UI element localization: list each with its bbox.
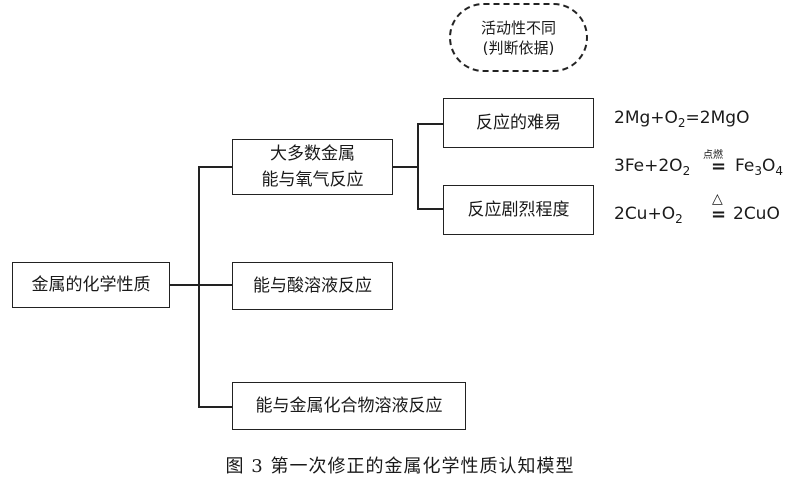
connector-sub-1 xyxy=(417,123,443,125)
eq-fe-right-sub2: 4 xyxy=(775,164,783,178)
eq-mg-right: =2MgO xyxy=(685,108,750,128)
sub-branch-intensity: 反应剧烈程度 xyxy=(443,185,594,235)
equation-mg: 2Mg+O2=2MgO xyxy=(614,108,749,130)
eq-cu-right: 2CuO xyxy=(733,204,780,224)
branch-salt-label: 能与金属化合物溶液反应 xyxy=(255,396,443,416)
branch-oxygen-line1: 大多数金属 xyxy=(270,144,355,164)
branch-oxygen-line2: 能与氧气反应 xyxy=(261,170,364,190)
eq-fe-right-sub1: 3 xyxy=(754,164,762,178)
sub-branch-difficulty-label: 反应的难易 xyxy=(476,113,561,133)
sub-branch-intensity-label: 反应剧烈程度 xyxy=(467,200,570,220)
annotation-line2: (判断依据) xyxy=(482,38,555,57)
equation-fe-right: Fe3O4 xyxy=(735,156,783,178)
equation-fe-left: 3Fe+2O2 xyxy=(614,156,690,178)
connector-sub-trunk xyxy=(417,123,419,210)
connector-root xyxy=(170,284,200,286)
root-node: 金属的化学性质 xyxy=(12,262,170,308)
eq-fe-equals: = xyxy=(711,156,727,177)
annotation-oval: 活动性不同 (判断依据) xyxy=(449,3,588,72)
equation-cu-right: 2CuO xyxy=(733,204,780,224)
connector-sub-stem xyxy=(393,166,419,168)
annotation-line1: 活动性不同 xyxy=(480,18,556,37)
figure-caption: 图 3 第一次修正的金属化学性质认知模型 xyxy=(225,456,575,477)
connector-trunk xyxy=(198,166,200,408)
connector-sub-2 xyxy=(417,208,443,210)
eq-fe-right-b: O xyxy=(761,156,776,176)
eq-mg-left: 2Mg+O xyxy=(614,108,678,128)
branch-salt: 能与金属化合物溶液反应 xyxy=(232,382,466,430)
eq-mg-sub: 2 xyxy=(677,116,686,130)
branch-acid: 能与酸溶液反应 xyxy=(232,262,393,310)
eq-cu-equals: = xyxy=(711,204,727,225)
eq-fe-condition: 点燃 xyxy=(703,150,723,161)
connector-branch-2 xyxy=(198,284,232,286)
equation-cu-left: 2Cu+O2 xyxy=(614,204,683,226)
eq-cu-left: 2Cu+O xyxy=(614,204,676,224)
eq-cu-left-sub: 2 xyxy=(675,212,683,226)
root-label: 金属的化学性质 xyxy=(31,275,151,295)
sub-branch-difficulty: 反应的难易 xyxy=(443,98,594,148)
connector-branch-3 xyxy=(198,406,232,408)
eq-cu-condition: △ xyxy=(712,191,723,207)
eq-fe-right-a: Fe xyxy=(735,156,755,176)
branch-acid-label: 能与酸溶液反应 xyxy=(253,276,372,296)
connector-branch-1 xyxy=(198,166,232,168)
branch-oxygen: 大多数金属 能与氧气反应 xyxy=(232,139,393,195)
eq-fe-left-sub: 2 xyxy=(682,164,691,178)
eq-fe-left: 3Fe+2O xyxy=(614,156,683,176)
